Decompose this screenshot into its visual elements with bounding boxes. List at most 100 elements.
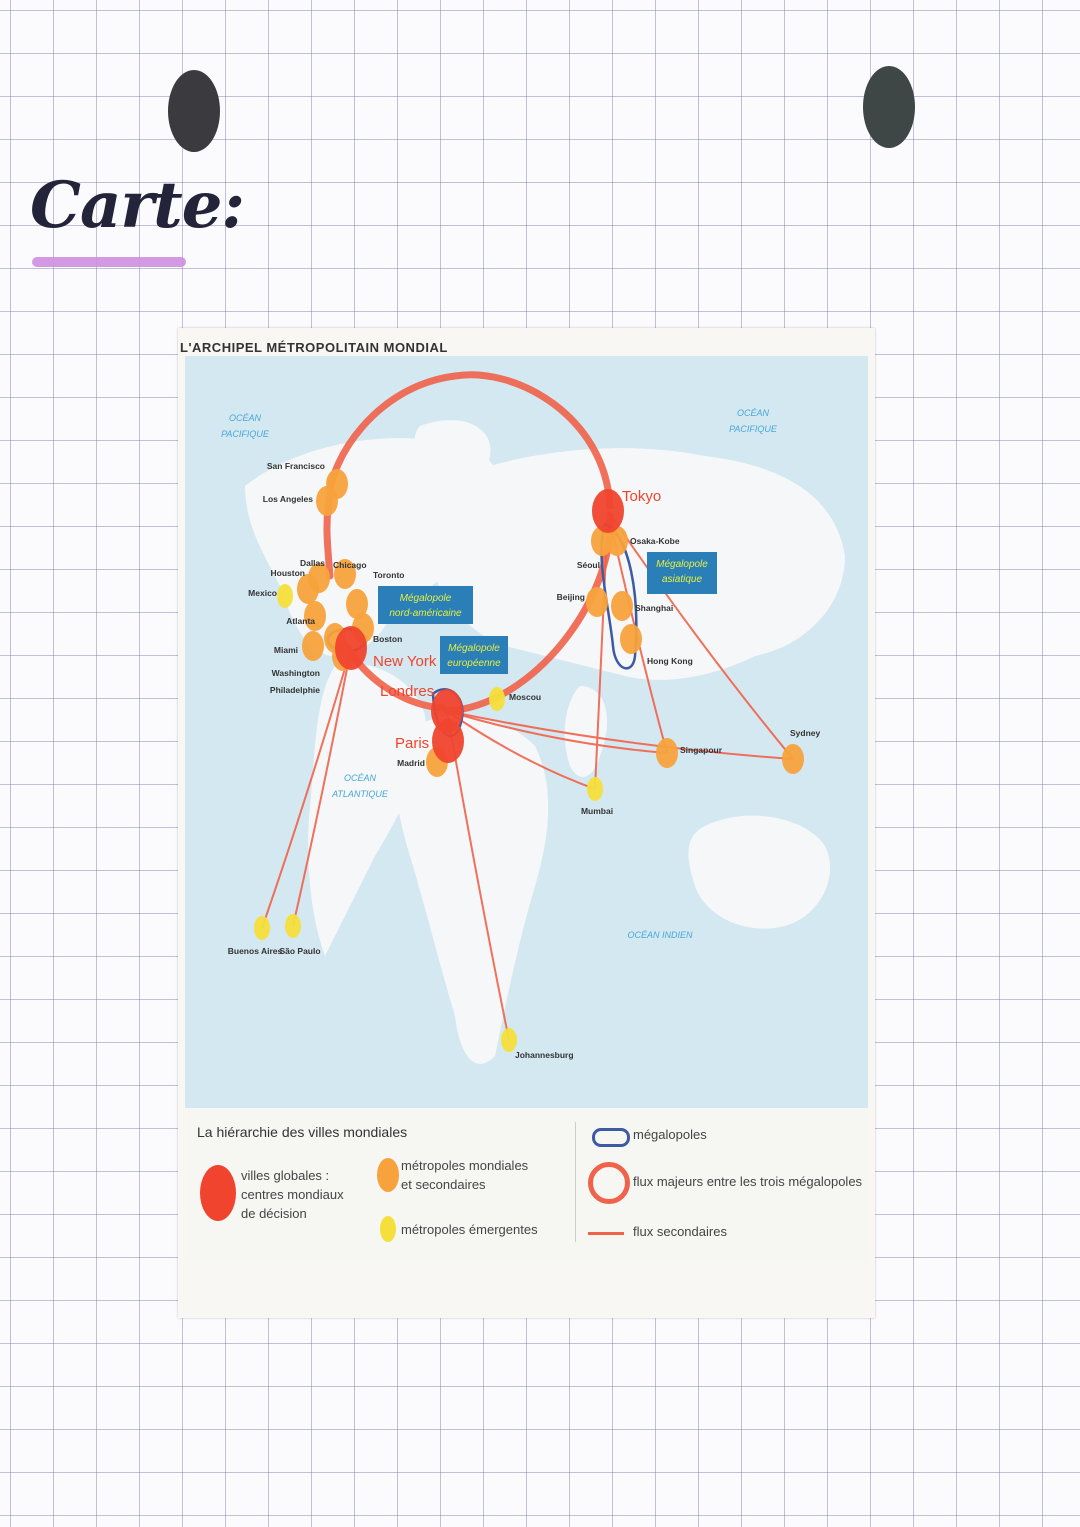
- flux-londres-singapour: [446, 710, 668, 754]
- legend-global-line-2: centres mondiaux: [241, 1187, 344, 1202]
- city-philadelphie-label: Philadelphie: [270, 685, 320, 695]
- city-miami-marker: [302, 631, 324, 661]
- legend-major-line-2: et secondaires: [401, 1177, 486, 1192]
- legend-emerging-label: métropoles émergentes: [401, 1222, 538, 1237]
- city-madrid-label: Madrid: [397, 758, 425, 768]
- ocean-indien-line-1: OCÉAN INDIEN: [627, 930, 693, 940]
- city-chicago-label: Chicago: [333, 560, 367, 570]
- city-paris-marker: [432, 719, 464, 763]
- city-johannesburg-label: Johannesburg: [515, 1050, 574, 1060]
- australia-land: [688, 815, 831, 929]
- city-losangeles-label: Los Angeles: [263, 494, 313, 504]
- city-washington-label: Washington: [272, 668, 320, 678]
- city-seoul-marker: [591, 526, 613, 556]
- legend-global-label: villes globales : centres mondiaux de dé…: [241, 1166, 344, 1223]
- megalopolis-na-line-2: nord-américaine: [389, 608, 462, 619]
- city-mexico-marker: [277, 584, 293, 608]
- ocean-pacifique-est-line-2: PACIFIQUE: [729, 424, 778, 434]
- city-moscou-marker: [489, 687, 505, 711]
- legend-global-dot: [200, 1165, 236, 1221]
- city-hongkong-marker: [620, 624, 642, 654]
- city-paris-label: Paris: [395, 735, 429, 752]
- city-houston-label: Houston: [271, 568, 305, 578]
- city-atlanta-marker: [304, 601, 326, 631]
- ocean-pacifique-ouest-line-2: PACIFIQUE: [221, 429, 270, 439]
- cities: [254, 469, 804, 1052]
- city-osakakobe-label: Osaka-Kobe: [630, 536, 680, 546]
- megalopolis-eu-line-1: Mégalopole: [448, 643, 500, 654]
- city-singapour-marker: [656, 738, 678, 768]
- title-underline: [32, 257, 186, 267]
- city-toronto-label: Toronto: [373, 570, 404, 580]
- city-houston-marker: [297, 574, 319, 604]
- japan-land: [735, 546, 751, 606]
- city-sanfrancisco-label: San Francisco: [267, 461, 325, 471]
- binder-hole-left: [168, 70, 220, 152]
- city-saopaulo-label: São Paulo: [279, 946, 320, 956]
- city-beijing-marker: [586, 587, 608, 617]
- megalopolis-eu-line-2: européenne: [447, 658, 501, 669]
- city-beijing-label: Beijing: [557, 592, 585, 602]
- city-sydney-label: Sydney: [790, 728, 821, 738]
- city-tokyo-marker: [592, 489, 624, 533]
- city-londres-label: Londres: [380, 683, 434, 700]
- legend-separator: [575, 1122, 576, 1242]
- legend-megalopolis-label: mégalopoles: [633, 1127, 707, 1142]
- legend-title: La hiérarchie des villes mondiales: [197, 1124, 408, 1140]
- city-moscou-label: Moscou: [509, 692, 541, 702]
- ocean-atlantique-line-1: OCÉAN: [344, 773, 377, 783]
- ocean-pacifique-est-line-1: OCÉAN: [737, 408, 770, 418]
- africa-land: [395, 715, 549, 1064]
- city-atlanta-label: Atlanta: [286, 616, 315, 626]
- city-mexico-label: Mexico: [248, 588, 277, 598]
- flux-londres-mumbai: [446, 710, 596, 790]
- legend-global-line-1: villes globales :: [241, 1168, 330, 1183]
- city-mumbai-marker: [587, 777, 603, 801]
- city-buenosaires-marker: [254, 916, 270, 940]
- megalopolis-asia-shape: [600, 522, 638, 670]
- megalopolis-na-line-1: Mégalopole: [400, 593, 452, 604]
- city-shanghai-marker: [611, 591, 633, 621]
- flux-newyork-saopaulo: [292, 647, 352, 927]
- megalopolis-as-line-1: Mégalopole: [656, 559, 708, 570]
- city-hongkong-label: Hong Kong: [647, 656, 693, 666]
- legend-emerging-dot: [380, 1216, 396, 1242]
- greenland-land: [414, 420, 491, 480]
- city-toronto-marker: [346, 589, 368, 619]
- city-newyork-label: New York: [373, 653, 437, 670]
- megalopolis-na-box: [378, 586, 473, 624]
- flux-londres-sydney: [446, 710, 794, 760]
- map-title: L'ARCHIPEL MÉTROPOLITAIN MONDIAL: [180, 340, 448, 355]
- binder-hole-right: [863, 66, 915, 148]
- city-losangeles-marker: [316, 486, 338, 516]
- megalopolis-eu-box: [440, 636, 508, 674]
- city-sydney-marker: [782, 744, 804, 774]
- city-johannesburg-marker: [501, 1028, 517, 1052]
- india-land: [564, 686, 608, 777]
- city-miami-label: Miami: [274, 645, 298, 655]
- legend-major-flows-label: flux majeurs entre les trois mégalopoles: [633, 1174, 863, 1189]
- legend-megalopolis-symbol: [592, 1128, 630, 1147]
- legend-major-line-1: métropoles mondiales: [401, 1158, 529, 1173]
- legend-secondary-flows-label: flux secondaires: [633, 1224, 727, 1239]
- legend-major-dot: [377, 1158, 399, 1192]
- city-shanghai-label: Shanghai: [635, 603, 673, 613]
- legend-secondary-flows-symbol: [588, 1232, 624, 1235]
- city-buenosaires-label: Buenos Aires: [228, 946, 283, 956]
- page-title: Carte:: [30, 168, 245, 243]
- city-chicago-marker: [334, 559, 356, 589]
- city-saopaulo-marker: [285, 914, 301, 938]
- city-seoul-label: Séoul: [577, 560, 600, 570]
- city-dallas-label: Dallas: [300, 558, 325, 568]
- ocean-atlantique-line-2: ATLANTIQUE: [331, 789, 389, 799]
- ocean-pacifique-ouest-line-1: OCÉAN: [229, 413, 262, 423]
- legend-major-flows-symbol: [588, 1162, 630, 1204]
- city-mumbai-label: Mumbai: [581, 806, 613, 816]
- flux-newyork-buenosaires: [261, 647, 352, 929]
- legend-major-label: métropoles mondiales et secondaires: [401, 1156, 528, 1194]
- flux-tokyo-sydney: [607, 510, 794, 760]
- megalopolis-as-box: [647, 552, 717, 594]
